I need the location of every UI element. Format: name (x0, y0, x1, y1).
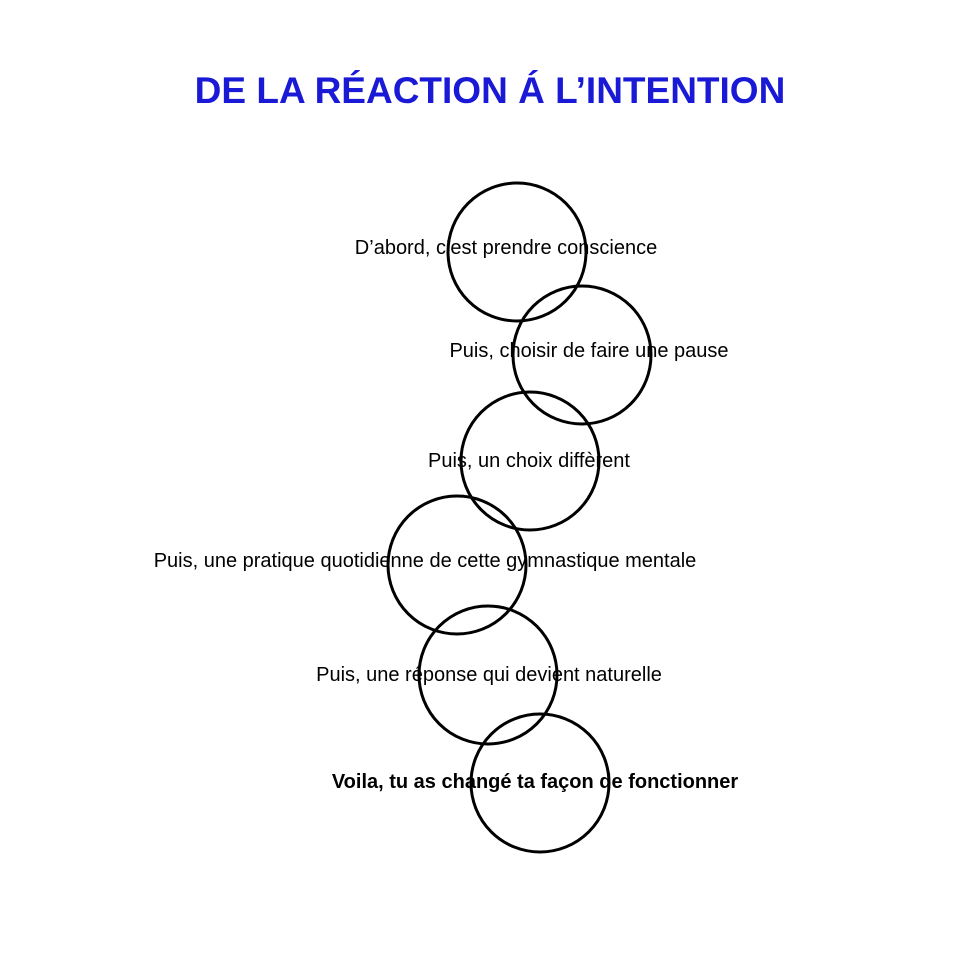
step-label-2: Puis, choisir de faire une pause (449, 340, 729, 362)
step-circle-1 (446, 181, 588, 323)
step-label-4: Puis, une pratique quotidienne de cette … (153, 550, 697, 572)
step-circle-2 (511, 284, 653, 426)
step-circle-5 (417, 604, 559, 746)
step-label-3: Puis, un choix diffèrent (428, 450, 630, 472)
circles-group (386, 181, 653, 854)
step-label-6: Voila, tu as changé ta façon de fonction… (331, 771, 739, 793)
step-circle-3 (459, 390, 601, 532)
step-label-1: D’abord, c’est prendre conscience (354, 237, 658, 259)
step-circle-6 (469, 712, 611, 854)
step-circle-4 (386, 494, 528, 636)
step-label-5: Puis, une réponse qui devient naturelle (316, 664, 662, 686)
page-title: DE LA RÉACTION Á L’INTENTION (194, 70, 786, 111)
